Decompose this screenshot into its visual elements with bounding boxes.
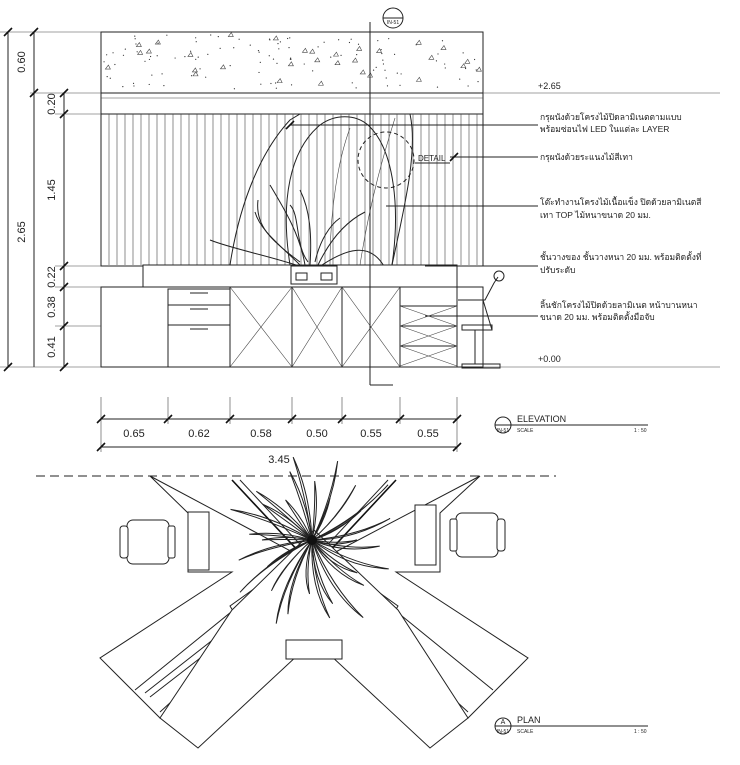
side-cabinet-right (414, 504, 437, 566)
plan-title-block (494, 717, 648, 735)
plant-leaves (209, 184, 386, 269)
note-leaders (285, 120, 538, 317)
chair-plan-left (119, 519, 176, 565)
elevation-title-tag: IN-51 (497, 428, 509, 434)
laminate-layer-panel (229, 113, 413, 266)
dim-v-5: 0.41 (46, 336, 58, 357)
note-laminate-wall: กรุผนังด้วยโครงไม้ปิดลามิเนตตามแบบพร้อมซ… (540, 112, 682, 134)
dim-h-5: 0.55 (417, 428, 438, 440)
elevation-view: IN-51 DETAIL 0.60 0.20 1.45 0.22 0.38 0.… (0, 7, 720, 466)
dim-h-0: 0.65 (123, 428, 144, 440)
grey-batten-wall (100, 113, 484, 267)
chair-plan-right (449, 512, 506, 558)
plan-title: PLAN (517, 715, 541, 725)
side-cabinet-left (187, 511, 210, 571)
plan-tag-sheet: IN-51 (497, 729, 509, 735)
detail-callout-circle (357, 131, 415, 189)
dim-v-2: 1.45 (46, 179, 58, 200)
elevation-scale: 1 : 50 (634, 428, 647, 434)
horizontal-dimension-chain (96, 397, 462, 452)
desk-bottom-center (159, 529, 469, 749)
elevation-scale-label: SCALE (517, 428, 534, 434)
office-chair-elevation (458, 270, 505, 369)
plan-tag-letter: A (501, 719, 506, 726)
cabinet-base (100, 286, 484, 368)
note-batten-wall: กรุผนังด้วยระแนงไม้สีเทา (540, 152, 633, 163)
dim-v-3: 0.22 (46, 266, 58, 287)
dim-h-2: 0.58 (250, 428, 271, 440)
detail-label: DETAIL (418, 154, 446, 163)
led-soffit-band (100, 92, 484, 115)
batten-lines (108, 114, 478, 265)
dim-overall-width: 3.45 (268, 454, 289, 466)
dim-overall-height: 2.65 (16, 221, 28, 242)
desk-elevation (142, 264, 458, 288)
plan-scale: 1 : 50 (634, 729, 647, 735)
vertical-dimension-chain (0, 27, 101, 372)
note-shelf: ชั้นวางของ ชั้นวางหนา 20 มม. พร้อมติดตั้… (540, 251, 702, 275)
elevation-title: ELEVATION (517, 414, 566, 424)
note-desk: โต๊ะทำงานโครงไม้เนื้อแข็ง ปิดด้วยลามิเนต… (540, 196, 702, 220)
dim-v-1: 0.20 (46, 93, 58, 114)
section-tag-label: IN-51 (387, 20, 399, 26)
dim-v-4: 0.38 (46, 296, 58, 317)
plan-view: A IN-51 PLAN SCALE 1 : 50 (36, 456, 648, 749)
level-bottom: +0.00 (538, 354, 561, 364)
dim-h-4: 0.55 (360, 428, 381, 440)
elevation-title-block (494, 416, 648, 434)
level-top: +2.65 (538, 81, 561, 91)
dim-h-1: 0.62 (188, 428, 209, 440)
dim-h-3: 0.50 (306, 428, 327, 440)
note-drawer: ลิ้นชักโครงไม้ปิดด้วยลามิเนต หน้าบานหนาข… (540, 299, 698, 322)
section-cut-line (369, 7, 404, 386)
plant-plan-starburst (230, 456, 391, 624)
plan-scale-label: SCALE (517, 729, 534, 735)
dim-v-0: 0.60 (16, 51, 28, 72)
concrete-speckle-hatch (103, 31, 482, 90)
